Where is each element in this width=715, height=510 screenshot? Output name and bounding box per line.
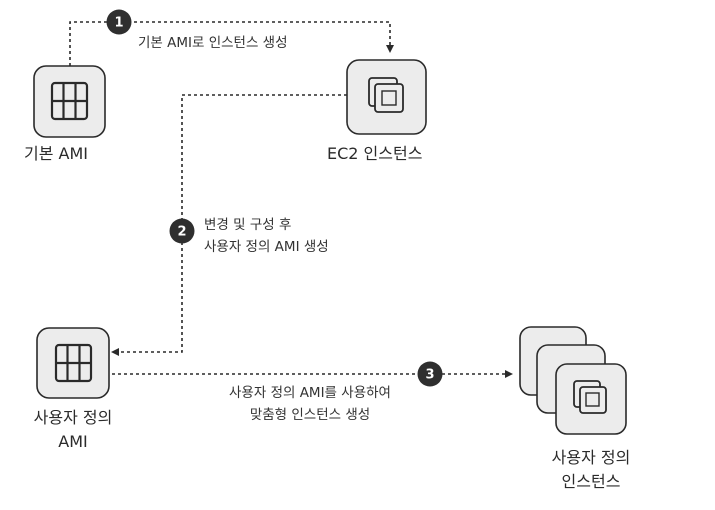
- step-2-text: 변경 및 구성 후 사용자 정의 AMI 생성: [204, 216, 329, 257]
- step-2-text-line2: 사용자 정의 AMI 생성: [204, 239, 329, 255]
- custom-ami-label: 사용자 정의 AMI: [6, 408, 140, 452]
- step-3-text: 사용자 정의 AMI를 사용하여 맞춤형 인스턴스 생성: [200, 384, 420, 425]
- step-2-text-line1: 변경 및 구성 후: [204, 217, 292, 233]
- step-3-text-line1: 사용자 정의 AMI를 사용하여: [229, 385, 391, 401]
- step-3-badge: 3: [417, 361, 443, 387]
- custom-ami-label-line1: 사용자 정의: [33, 408, 113, 427]
- step-1-text: 기본 AMI로 인스턴스 생성: [138, 35, 288, 51]
- step-2-badge: 2: [169, 218, 195, 244]
- custom-instances-label-line2: 인스턴스: [561, 472, 621, 491]
- arrow-step-2: [111, 94, 347, 356]
- step-3-text-line2: 맞춤형 인스턴스 생성: [249, 407, 371, 423]
- chip-icon: [368, 77, 404, 113]
- custom-instances-label: 사용자 정의 인스턴스: [518, 448, 664, 492]
- chip-icon: [573, 380, 607, 414]
- svg-text:3: 3: [425, 368, 434, 383]
- grid-icon: [54, 343, 93, 383]
- ec2-instance-label: EC2 인스턴스: [327, 144, 423, 163]
- svg-text:2: 2: [177, 225, 186, 240]
- base-ami-label: 기본 AMI: [24, 144, 88, 163]
- custom-ami-label-line2: AMI: [58, 432, 88, 451]
- custom-ami-node: [36, 327, 110, 399]
- ec2-instance-node: [346, 59, 427, 135]
- grid-icon: [50, 81, 89, 121]
- svg-text:1: 1: [114, 16, 123, 31]
- step-1-badge: 1: [106, 9, 132, 35]
- arrow-step-1: [69, 21, 394, 66]
- base-ami-node: [33, 65, 106, 138]
- custom-instances-label-line1: 사용자 정의: [551, 448, 631, 467]
- custom-instances-node: [519, 326, 627, 435]
